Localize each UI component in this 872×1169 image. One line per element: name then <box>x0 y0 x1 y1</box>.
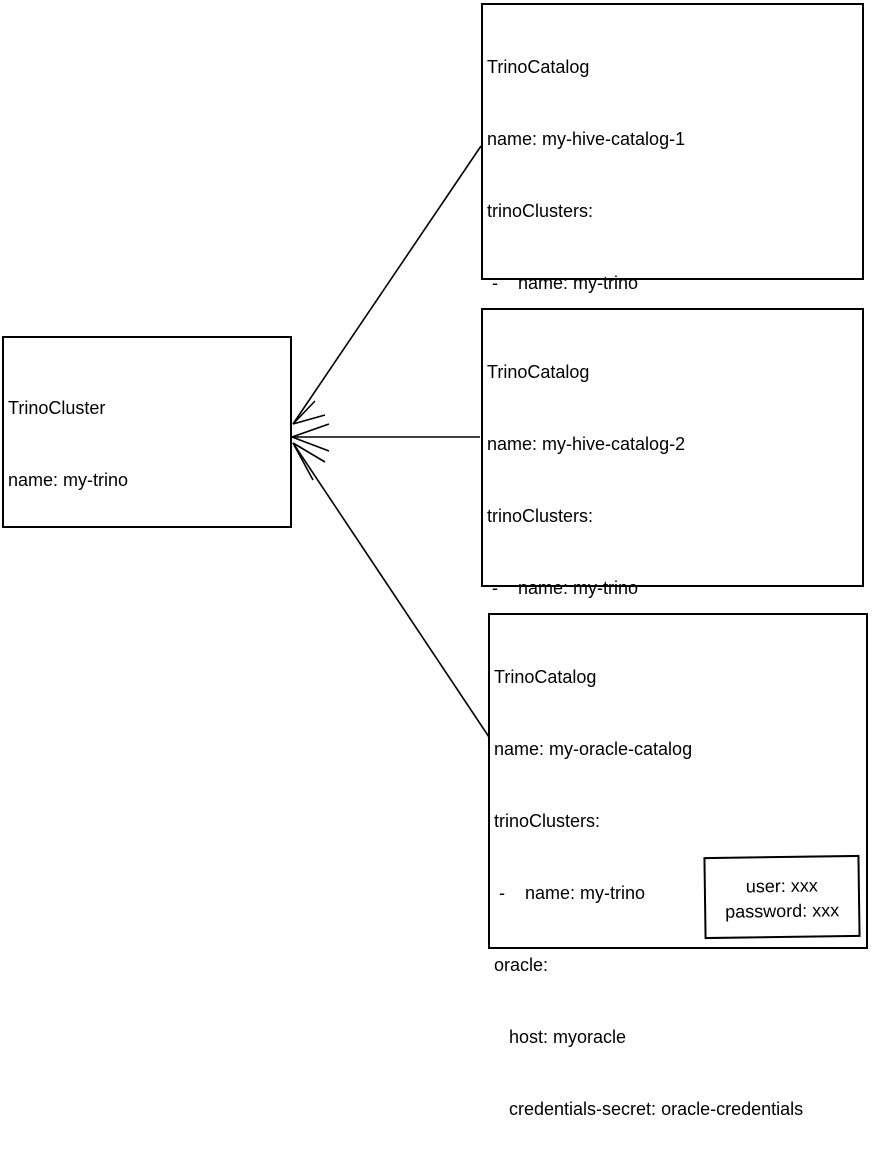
yaml-line: credentials-secret: oracle-credentials <box>494 1099 804 1119</box>
credentials-password-line: password: xxx <box>725 900 840 922</box>
yaml-line: name: my-hive-catalog-2 <box>487 434 686 454</box>
yaml-line: TrinoCatalog <box>487 362 590 382</box>
edge-hive-catalog-2-to-cluster <box>291 423 480 452</box>
credentials-user-line: user: xxx <box>745 875 818 897</box>
oracle-credentials-secret-node[interactable]: user: xxx password: xxx <box>703 854 861 940</box>
diagram-canvas: TrinoCluster name: my-trino TrinoCatalog… <box>2 3 868 1119</box>
yaml-line: name: my-hive-catalog-1 <box>487 129 686 149</box>
yaml-line: name: my-trino <box>8 470 129 490</box>
trino-catalog-oracle-node[interactable]: TrinoCatalog name: my-oracle-catalog tri… <box>488 613 868 1119</box>
yaml-line: - name: my-trino <box>487 578 639 598</box>
yaml-line: oracle: <box>494 955 549 975</box>
yaml-line: TrinoCluster <box>8 398 106 418</box>
yaml-line: TrinoCatalog <box>487 57 590 77</box>
trino-cluster-node[interactable]: TrinoCluster name: my-trino <box>2 336 292 528</box>
trino-cluster-yaml: TrinoCluster name: my-trino <box>8 348 288 540</box>
yaml-line: - name: my-trino <box>494 883 646 903</box>
trino-catalog-hive-2-node[interactable]: TrinoCatalog name: my-hive-catalog-2 tri… <box>481 308 864 886</box>
yaml-line: trinoClusters: <box>487 506 594 526</box>
yaml-line: host: myoracle <box>494 1027 627 1047</box>
credentials-text: user: xxx password: xxx <box>712 873 853 925</box>
yaml-line: trinoClusters: <box>487 201 594 221</box>
yaml-line: name: my-oracle-catalog <box>494 739 693 759</box>
edge-oracle-catalog-to-cluster <box>292 442 490 738</box>
yaml-line: trinoClusters: <box>494 811 601 831</box>
yaml-line: TrinoCatalog <box>494 667 597 687</box>
edge-hive-catalog-1-to-cluster <box>292 145 482 425</box>
trino-catalog-hive-1-node[interactable]: TrinoCatalog name: my-hive-catalog-1 tri… <box>481 3 864 653</box>
yaml-line: - name: my-trino <box>487 273 639 293</box>
